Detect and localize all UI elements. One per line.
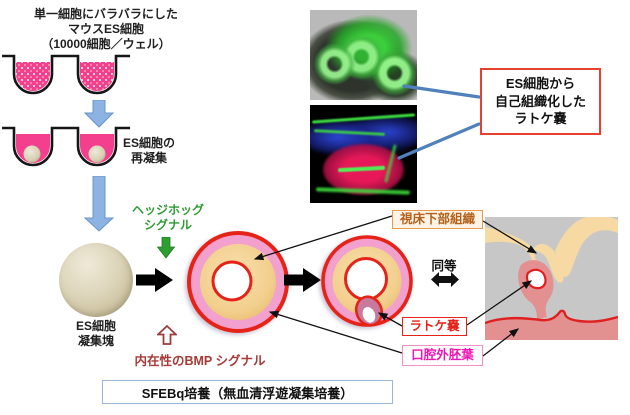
oral-ectoderm-outline bbox=[485, 309, 618, 325]
vesicle-lumen bbox=[211, 260, 253, 302]
hypothalamus-tissue-shape bbox=[555, 217, 618, 277]
bmp-signal-label: 内在性のBMP シグナル bbox=[134, 354, 266, 368]
cell-aggregate-in-well bbox=[23, 145, 41, 163]
aggregate-caption: ES細胞 凝集塊 bbox=[75, 319, 116, 348]
cell-aggregate-in-well bbox=[88, 145, 106, 163]
cell-suspension-dots bbox=[80, 62, 114, 91]
down-arrow-icon bbox=[84, 100, 114, 128]
green-down-arrow-icon bbox=[157, 237, 175, 259]
right-arrow-icon bbox=[284, 268, 321, 292]
dissociation-caption: 単一細胞にバラバラにした マウスES細胞 （10000細胞／ウェル） bbox=[34, 7, 178, 51]
vesicle-with-rathke-pouch bbox=[321, 235, 413, 327]
confocal-section-micrograph bbox=[310, 105, 417, 203]
rathke-pouch-label: ラトケ嚢 bbox=[402, 317, 467, 336]
reaggregation-caption: ES細胞の 再凝集 bbox=[122, 136, 175, 165]
down-arrow-icon bbox=[84, 176, 114, 232]
vesicle-lumen bbox=[344, 257, 388, 301]
equivalence-arrow-icon bbox=[431, 272, 459, 287]
culture-method-box: SFEBq培養（無血清浮遊凝集培養） bbox=[102, 380, 393, 404]
equivalence-label: 同等 bbox=[431, 259, 457, 273]
right-arrow-icon bbox=[136, 268, 173, 292]
es-cell-aggregate-sphere bbox=[59, 243, 133, 317]
hypothalamus-tissue-shape bbox=[533, 243, 564, 283]
well-plate-row2 bbox=[2, 126, 130, 167]
hedgehog-signal-label: ヘッジホッグ シグナル bbox=[131, 203, 204, 232]
fluorescence-micrograph bbox=[310, 10, 417, 100]
hollow-up-arrow-icon bbox=[157, 325, 177, 345]
well-plate-row1 bbox=[2, 54, 130, 95]
oral-ectoderm-label: 口腔外胚葉 bbox=[402, 345, 483, 366]
rathke-pouch-lumen bbox=[525, 268, 547, 290]
well-plate-outline bbox=[2, 126, 130, 167]
hypothalamus-tissue-label: 視床下部組織 bbox=[392, 210, 483, 229]
self-organized-pouch-callout: ES細胞から 自己組織化した ラトケ嚢 bbox=[480, 68, 601, 135]
well-plate-outline bbox=[2, 54, 130, 95]
hypothalamus-vesicle-ring bbox=[187, 231, 289, 333]
embryo-anatomy-schematic bbox=[485, 217, 618, 340]
cell-suspension-dots bbox=[16, 62, 50, 91]
